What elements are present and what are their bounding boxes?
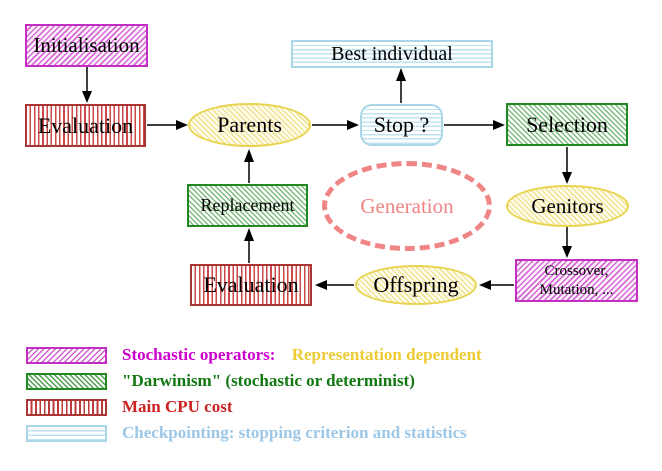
node-best-individual: Best individual	[291, 40, 493, 68]
arrow-selection-to-genitors	[562, 147, 572, 184]
node-selection: Selection	[506, 103, 628, 146]
legend-label-representation-dependent: Representation dependent	[291, 345, 482, 364]
node-offspring: Offspring	[355, 265, 477, 305]
node-parents: Parents	[188, 103, 311, 147]
node-best-individual-label: Best individual	[331, 42, 453, 65]
node-replacement-label: Replacement	[200, 195, 295, 215]
legend-label-main-cpu-cost: Main CPU cost	[122, 397, 233, 416]
legend-item-stochastic-operators: Stochastic operators: Representation dep…	[26, 345, 482, 365]
legend-swatch-red-stripes	[26, 398, 107, 416]
generation-label: Generation	[360, 193, 454, 218]
node-stop: Stop ?	[360, 104, 443, 146]
node-offspring-label: Offspring	[373, 272, 459, 297]
node-initialisation: Initialisation	[25, 24, 148, 67]
arrow-replacement-to-parents	[244, 149, 254, 183]
legend-label-stochastic-operators: Stochastic operators:	[122, 345, 276, 364]
arrow-evaluation-to-replacement	[244, 228, 254, 263]
arrow-initialisation-to-evaluation	[82, 67, 92, 103]
arrow-crossover-to-offspring	[479, 280, 514, 290]
node-stop-label: Stop ?	[373, 112, 430, 137]
node-evaluation-bottom: Evaluation	[190, 264, 312, 306]
arrow-genitors-to-crossover	[562, 227, 572, 258]
node-selection-label: Selection	[526, 111, 608, 137]
legend-swatch-magenta-hatch	[26, 346, 107, 364]
node-replacement: Replacement	[187, 184, 308, 227]
arrow-offspring-to-evaluation	[315, 280, 354, 290]
node-genitors-label: Genitors	[531, 193, 604, 218]
legend-item-main-cpu-cost: Main CPU cost	[26, 397, 232, 417]
legend-text-darwinism: "Darwinism" (stochastic or determinist)	[122, 371, 415, 391]
legend-label-checkpointing: Checkpointing: stopping criterion and st…	[122, 423, 467, 442]
node-crossover-mutation: Crossover, Mutation, ...	[515, 259, 638, 302]
arrow-evaluation-to-parents	[147, 120, 188, 130]
arrow-stop-to-best-individual	[396, 68, 406, 103]
arrow-parents-to-stop	[312, 120, 359, 130]
legend-item-darwinism: "Darwinism" (stochastic or determinist)	[26, 371, 415, 391]
node-evaluation-bottom-label: Evaluation	[203, 272, 299, 297]
legend-text-cpu: Main CPU cost	[122, 397, 232, 417]
generation-loop-ellipse: Generation	[322, 161, 492, 251]
node-genitors: Genitors	[506, 185, 629, 227]
legend-text-stochastic: Stochastic operators: Representation dep…	[122, 345, 482, 365]
legend-swatch-green-hatch	[26, 372, 107, 390]
legend-item-checkpointing: Checkpointing: stopping criterion and st…	[26, 423, 467, 443]
node-evaluation-top-label: Evaluation	[37, 112, 134, 138]
legend-swatch-cyan-stripes	[26, 424, 107, 442]
node-initialisation-label: Initialisation	[33, 33, 140, 57]
legend-text-checkpointing: Checkpointing: stopping criterion and st…	[122, 423, 467, 443]
legend-label-darwinism: "Darwinism" (stochastic or determinist)	[122, 371, 415, 390]
node-parents-label: Parents	[217, 112, 282, 137]
node-evaluation-top: Evaluation	[25, 104, 146, 147]
node-crossover-line1: Crossover,	[544, 262, 609, 279]
node-crossover-line2: Mutation, ...	[539, 281, 614, 298]
arrow-stop-to-selection	[444, 120, 505, 130]
